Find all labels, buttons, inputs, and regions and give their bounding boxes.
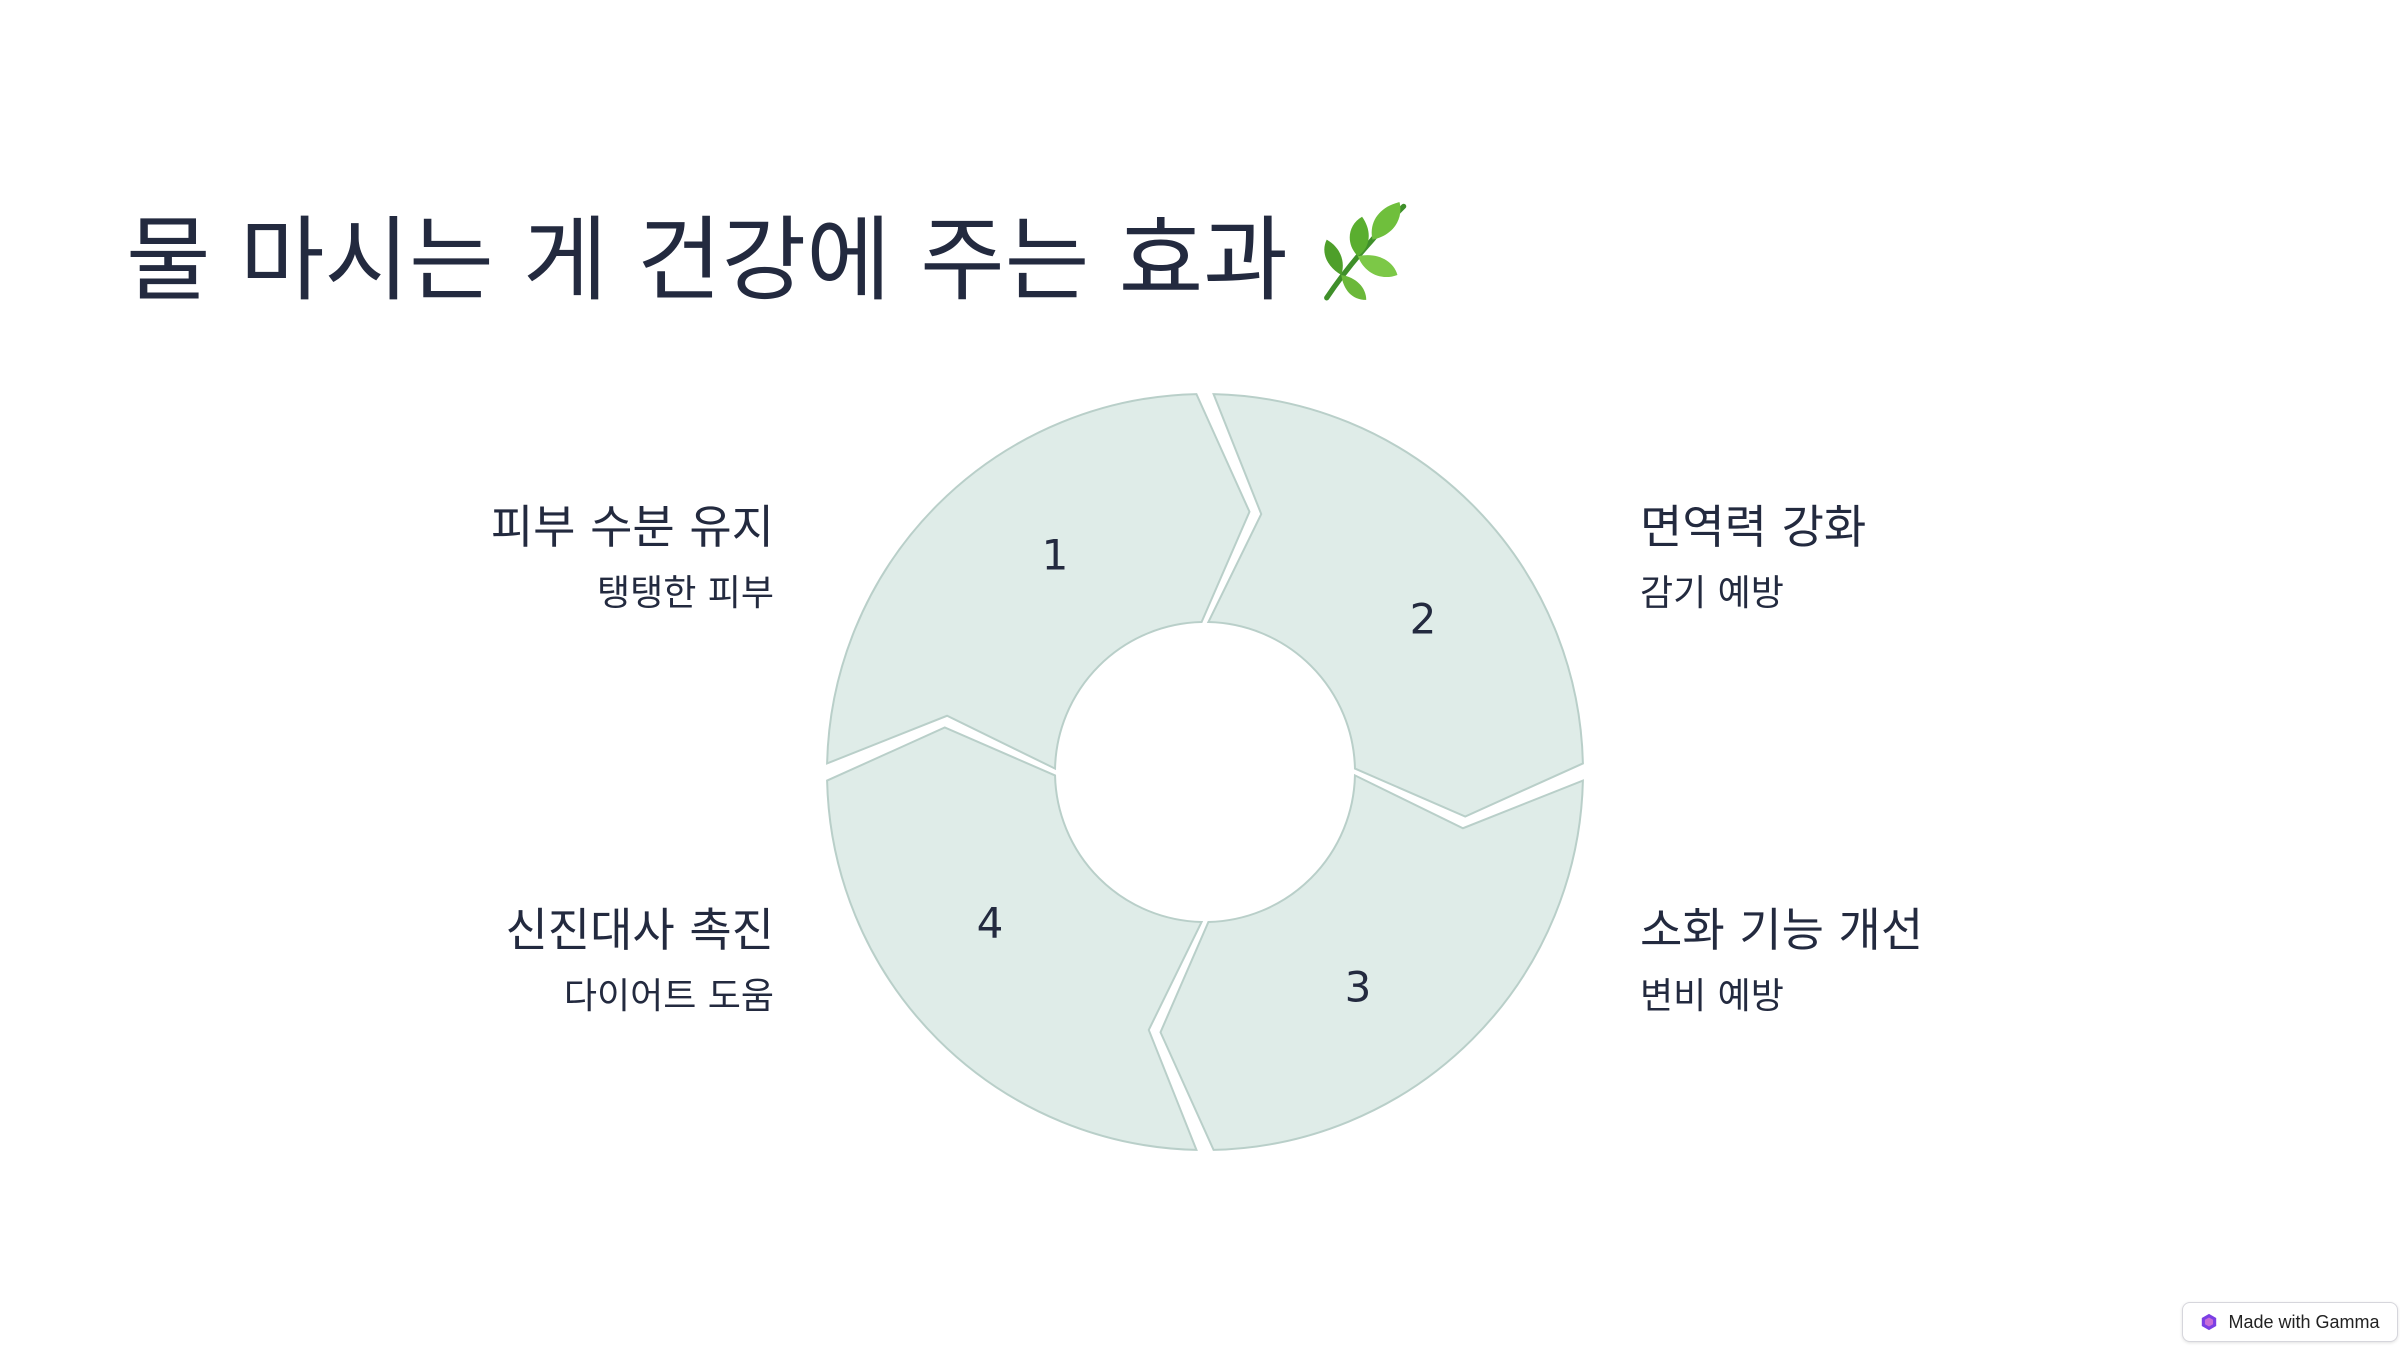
cycle-segment-3 [1159, 773, 1584, 1151]
cycle-segment-1 [826, 393, 1251, 771]
label-metabolism: 신진대사 촉진 다이어트 도움 [505, 900, 774, 1022]
label-digestion: 소화 기능 개선 변비 예방 [1640, 900, 1923, 1022]
page-title: 물 마시는 게 건강에 주는 효과 [126, 196, 1412, 336]
label-heading: 소화 기능 개선 [1640, 903, 1924, 957]
title-text: 물 마시는 게 건강에 주는 효과 [126, 207, 1288, 314]
leaf-icon [1308, 198, 1412, 336]
label-immunity: 면역력 강화 감기 예방 [1640, 497, 1866, 619]
gamma-logo-icon [2202, 1313, 2217, 1331]
label-skin-hydration: 피부 수분 유지 탱탱한 피부 [491, 497, 774, 619]
cycle-segment-number: 2 [1410, 595, 1437, 644]
label-sub: 다이어트 도움 [563, 976, 774, 1017]
label-heading: 피부 수분 유지 [490, 500, 774, 554]
cycle-segment-number: 1 [1042, 531, 1069, 580]
cycle-segment-4 [826, 726, 1204, 1151]
label-heading: 면역력 강화 [1640, 500, 1867, 554]
cycle-segment-number: 4 [977, 899, 1004, 948]
label-sub: 탱탱한 피부 [596, 573, 774, 614]
cycle-segment-number: 3 [1345, 963, 1372, 1012]
badge-label: Made with Gamma [2228, 1311, 2380, 1332]
made-with-gamma-badge[interactable]: Made with Gamma [2182, 1302, 2398, 1342]
cycle-segment-2 [1206, 393, 1584, 818]
label-sub: 감기 예방 [1640, 573, 1784, 614]
label-sub: 변비 예방 [1640, 976, 1784, 1017]
label-heading: 신진대사 촉진 [505, 903, 774, 957]
